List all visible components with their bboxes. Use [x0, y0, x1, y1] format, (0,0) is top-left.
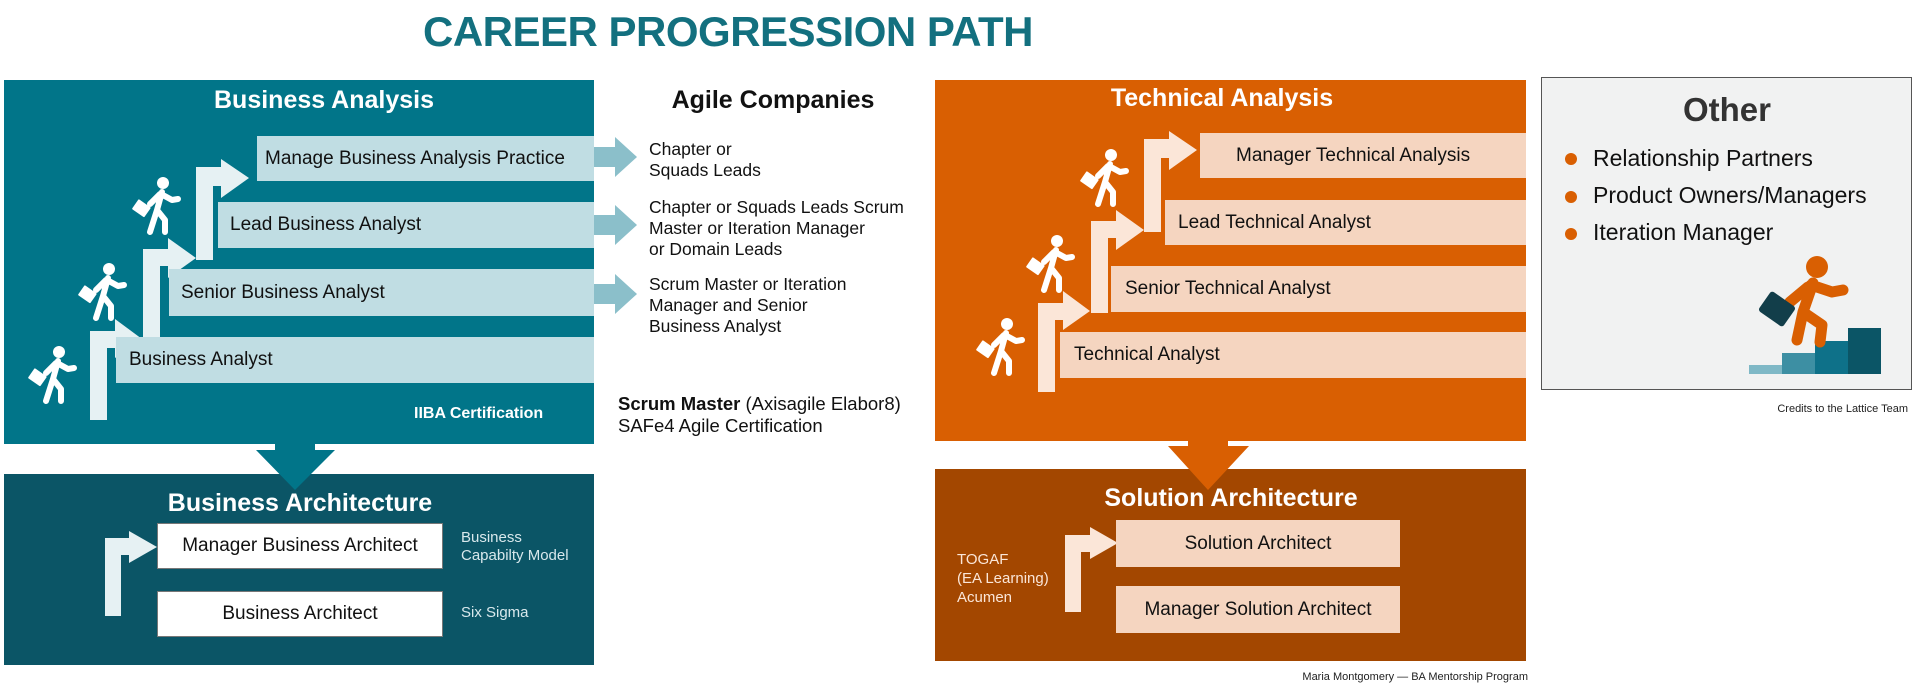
- role-note: Six Sigma: [461, 604, 529, 622]
- note-line: TOGAF: [957, 551, 1009, 568]
- step-arrow-icon: [196, 159, 249, 260]
- other-item: Iteration Manager: [1593, 219, 1774, 245]
- agile-line: Scrum Master or Iteration: [649, 274, 847, 294]
- business-analysis-heading: Business Analysis: [213, 86, 435, 114]
- level-bar: Lead Business Analyst: [218, 202, 594, 248]
- level-bar: Manage Business Analysis Practice: [257, 136, 594, 181]
- technical-analysis-heading: Technical Analysis: [1110, 84, 1334, 112]
- level-bar: Manager Technical Analysis: [1200, 133, 1526, 178]
- bullet-icon: [1565, 228, 1577, 240]
- step-arrow-icon: [1091, 210, 1144, 313]
- cert-bold: Scrum Master: [618, 393, 741, 414]
- note-line: Business: [461, 529, 522, 546]
- credits-text: Credits to the Lattice Team: [1777, 403, 1908, 415]
- role-box: Manager Solution Architect: [1116, 586, 1400, 633]
- note-line: (EA Learning): [957, 570, 1049, 587]
- right-arrow-icon: [594, 205, 637, 245]
- agile-heading: Agile Companies: [671, 86, 875, 114]
- agile-line: Chapter or Squads Leads Scrum: [649, 197, 904, 217]
- stairs-icon: [1749, 328, 1881, 374]
- bullet-icon: [1565, 153, 1577, 165]
- note-line: Acumen: [957, 589, 1013, 606]
- other-item: Product Owners/Managers: [1593, 182, 1867, 208]
- step-arrow-icon: [143, 238, 196, 341]
- cert-rest: (Axisagile Elabor8): [740, 393, 901, 414]
- other-heading: Other: [1682, 91, 1772, 128]
- note-line: Capabilty Model: [461, 547, 569, 564]
- right-arrow-icon: [594, 274, 637, 314]
- agile-line: Squads Leads: [649, 160, 761, 180]
- level-label: Manage Business Analysis Practice: [265, 147, 565, 169]
- down-arrow-icon: [256, 444, 335, 490]
- step-arrow-icon: [1065, 527, 1118, 612]
- level-bar: Senior Business Analyst: [169, 269, 594, 316]
- agile-line: Chapter or: [649, 139, 732, 159]
- cert-line2: SAFe4 Agile Certification: [618, 415, 823, 436]
- step-arrow-icon: [1144, 131, 1197, 232]
- right-arrow-icon: [594, 137, 637, 177]
- level-bar: Lead Technical Analyst: [1165, 200, 1526, 245]
- walker-icon: [28, 346, 74, 401]
- level-label: Lead Technical Analyst: [1178, 211, 1371, 233]
- level-bar: Senior Technical Analyst: [1111, 266, 1526, 312]
- walker-icon: [78, 263, 124, 318]
- step-arrow-icon: [105, 531, 157, 616]
- certification-label: IIBA Certification: [414, 405, 544, 422]
- down-arrow-icon: [1168, 441, 1249, 490]
- other-item: Relationship Partners: [1593, 145, 1813, 171]
- role-label: Manager Business Architect: [182, 535, 418, 556]
- level-label: Manager Technical Analysis: [1236, 144, 1471, 166]
- level-label: Senior Technical Analyst: [1125, 278, 1331, 299]
- role-box: Business Architect: [157, 591, 443, 637]
- agile-line: or Domain Leads: [649, 239, 783, 259]
- agile-certification: Scrum Master (Axisagile Elabor8) SAFe4 A…: [618, 393, 901, 437]
- bullet-icon: [1565, 191, 1577, 203]
- role-label: Solution Architect: [1184, 532, 1332, 554]
- role-label: Manager Solution Architect: [1144, 598, 1372, 620]
- walker-icon: [976, 318, 1022, 373]
- level-label: Lead Business Analyst: [230, 214, 422, 235]
- level-label: Technical Analyst: [1074, 344, 1220, 365]
- business-architecture-heading: Business Architecture: [167, 489, 433, 517]
- walker-icon: [1026, 235, 1072, 290]
- agile-line: Manager and Senior: [649, 295, 808, 315]
- agile-line: Business Analyst: [649, 316, 782, 336]
- level-label: Senior Business Analyst: [181, 281, 385, 303]
- agile-arrows: [594, 137, 637, 314]
- level-bar: Business Analyst: [116, 337, 594, 383]
- solution-notes: TOGAF (EA Learning) Acumen: [957, 550, 1049, 607]
- climbing-person-icon: [1759, 256, 1849, 348]
- stair-arrows-technical: [1038, 131, 1197, 392]
- role-box: Manager Business Architect: [157, 523, 443, 569]
- level-bar: Technical Analyst: [1060, 332, 1526, 378]
- step-arrow-icon: [1038, 291, 1090, 392]
- note-line: Six Sigma: [461, 604, 529, 621]
- solution-architecture-heading: Solution Architecture: [1104, 484, 1358, 512]
- walker-icon: [1080, 149, 1126, 204]
- role-box: Solution Architect: [1116, 520, 1400, 567]
- role-label: Business Architect: [222, 603, 378, 624]
- page-title: CAREER PROGRESSION PATH: [422, 8, 1034, 55]
- footer-text: Maria Montgomery — BA Mentorship Program: [1302, 671, 1528, 683]
- walker-icon: [132, 177, 178, 232]
- agile-line: Master or Iteration Manager: [649, 218, 865, 238]
- level-label: Business Analyst: [129, 349, 273, 370]
